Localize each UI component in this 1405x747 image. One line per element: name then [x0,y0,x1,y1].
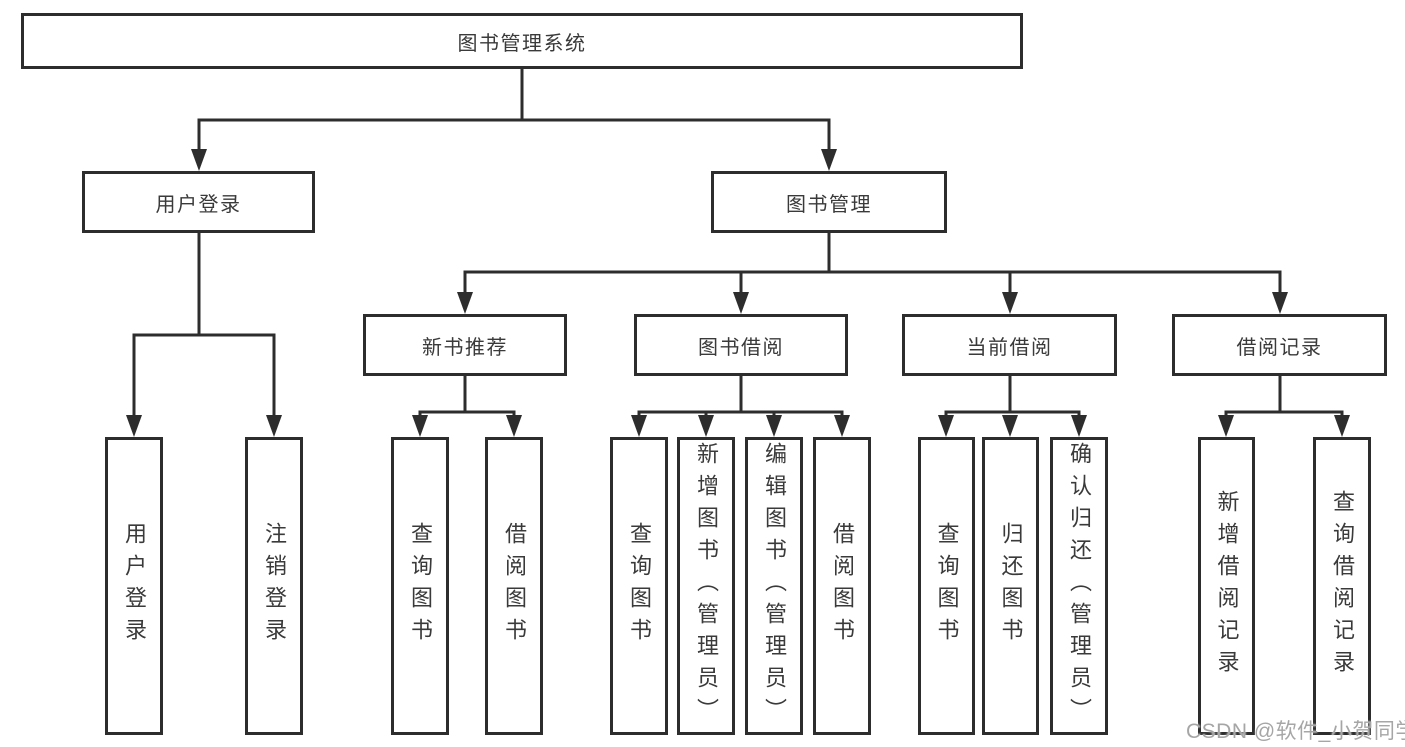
leaf-edit-books-admin: 编辑图书（管理员） [745,437,803,735]
leaf-return-books: 归还图书 [982,437,1039,735]
leaf-label: 借阅图书 [502,522,527,650]
leaf-label: 查询图书 [934,522,960,650]
node-label: 图书管理系统 [457,32,587,55]
node-user-login: 用户登录 [82,171,315,233]
arrowhead-icons [126,149,1350,437]
leaf-recommend-query-books: 查询图书 [391,437,449,735]
node-current-borrow: 当前借阅 [902,314,1117,376]
leaf-logout: 注销登录 [245,437,303,735]
leaf-label: 归还图书 [998,522,1024,650]
leaf-add-books-admin: 新增图书（管理员） [677,437,735,735]
leaf-borrow-books: 借阅图书 [813,437,871,735]
node-root-system: 图书管理系统 [21,13,1023,69]
leaf-label: 查询图书 [408,522,433,650]
node-label: 新书推荐 [422,336,508,359]
leaf-confirm-return-admin: 确认归还（管理员） [1050,437,1108,735]
leaf-add-borrow-record: 新增借阅记录 [1198,437,1255,735]
node-borrow-records: 借阅记录 [1172,314,1387,376]
leaf-query-borrow-record: 查询借阅记录 [1313,437,1371,735]
node-label: 借阅记录 [1236,336,1323,359]
node-label: 图书借阅 [698,336,784,359]
leaf-recommend-borrow-books: 借阅图书 [485,437,543,735]
node-new-book-recommend: 新书推荐 [363,314,567,376]
leaf-label: 注销登录 [262,522,287,650]
leaf-label: 查询借阅记录 [1330,490,1355,682]
leaf-label: 借阅图书 [830,522,855,650]
node-label: 当前借阅 [966,336,1053,359]
node-label: 用户登录 [155,193,242,216]
leaf-label: 用户登录 [122,522,147,650]
node-book-management: 图书管理 [711,171,947,233]
leaf-label: 编辑图书（管理员） [762,442,787,730]
node-label: 图书管理 [786,193,872,216]
leaf-user-login: 用户登录 [105,437,163,735]
leaf-label: 新增借阅记录 [1214,490,1240,682]
leaf-current-query-books: 查询图书 [918,437,975,735]
leaf-label: 新增图书（管理员） [694,442,719,730]
node-book-borrow: 图书借阅 [634,314,848,376]
csdn-watermark: CSDN @软件_小贺同学 [1186,720,1405,743]
leaf-borrow-query-books: 查询图书 [610,437,668,735]
leaf-label: 确认归还（管理员） [1067,442,1092,730]
leaf-label: 查询图书 [627,522,652,650]
